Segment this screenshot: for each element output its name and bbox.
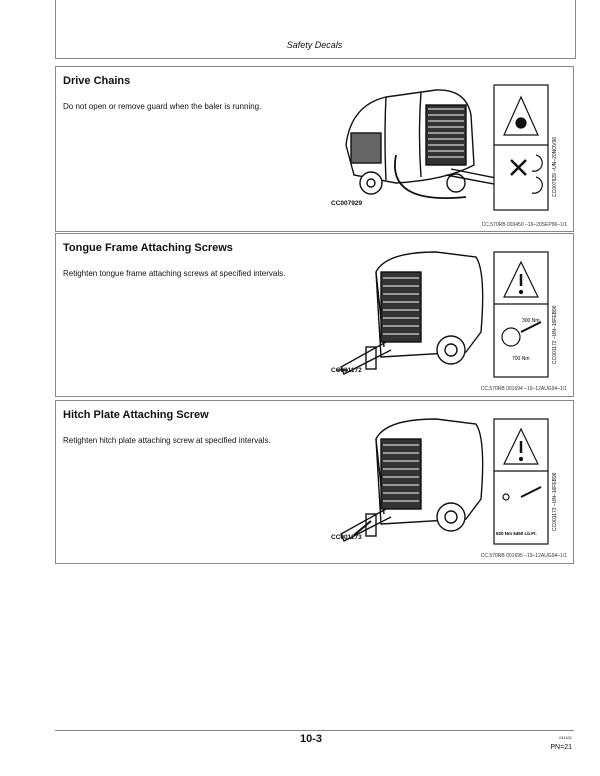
section-tongue-frame: Tongue Frame Attaching Screws Retighten … xyxy=(55,233,574,397)
section-drive-chains: Drive Chains Do not open or remove guard… xyxy=(55,66,574,232)
figure-id: CC007929 xyxy=(331,200,363,207)
decal-torque: 520 Nm 5450 Lb.Ft. xyxy=(496,531,537,536)
baler-tongue-illustration: 300 Nm 700 Nm xyxy=(336,251,549,378)
side-code: CC007929 –UN–20NOV96 xyxy=(552,136,558,197)
baler-drive-chain-illustration xyxy=(345,84,549,211)
figure-id: CC001172 xyxy=(331,367,362,374)
reference-code: CC,570RB 001695 –19–12AUG94–1/1 xyxy=(480,553,567,559)
section-title: Tongue Frame Attaching Screws xyxy=(63,242,233,254)
footer-rule xyxy=(55,730,574,731)
header-frame xyxy=(55,0,576,59)
section-title: Hitch Plate Attaching Screw xyxy=(63,409,209,421)
side-code: CC001172 –UN–16FEB96 xyxy=(552,305,558,364)
pn-label: PN=21 xyxy=(550,744,572,751)
decal-torque-1: 300 Nm xyxy=(522,318,540,324)
section-text: Retighten hitch plate attaching screw at… xyxy=(63,436,271,445)
decal-torque-2: 700 Nm xyxy=(512,356,530,362)
section-text: Do not open or remove guard when the bal… xyxy=(63,102,262,111)
baler-hitch-illustration: 520 Nm 5450 Lb.Ft. xyxy=(340,418,549,545)
section-text: Retighten tongue frame attaching screws … xyxy=(63,269,286,278)
section-title: Drive Chains xyxy=(63,75,131,87)
figure-id: CC001173 xyxy=(331,534,362,541)
running-title: Safety Decals xyxy=(286,40,343,50)
page-number: 10-3 xyxy=(300,733,323,745)
reference-code: CC,570RB 003450 –19–20SEP96–1/1 xyxy=(481,222,567,228)
side-code: CC001173 –UN–16FEB96 xyxy=(552,472,558,531)
footer-code: 011101 xyxy=(559,735,572,740)
section-hitch-plate: Hitch Plate Attaching Screw Retighten hi… xyxy=(55,400,574,564)
reference-code: CC,570RB 001694 –19–12AUG94–1/1 xyxy=(480,386,567,392)
